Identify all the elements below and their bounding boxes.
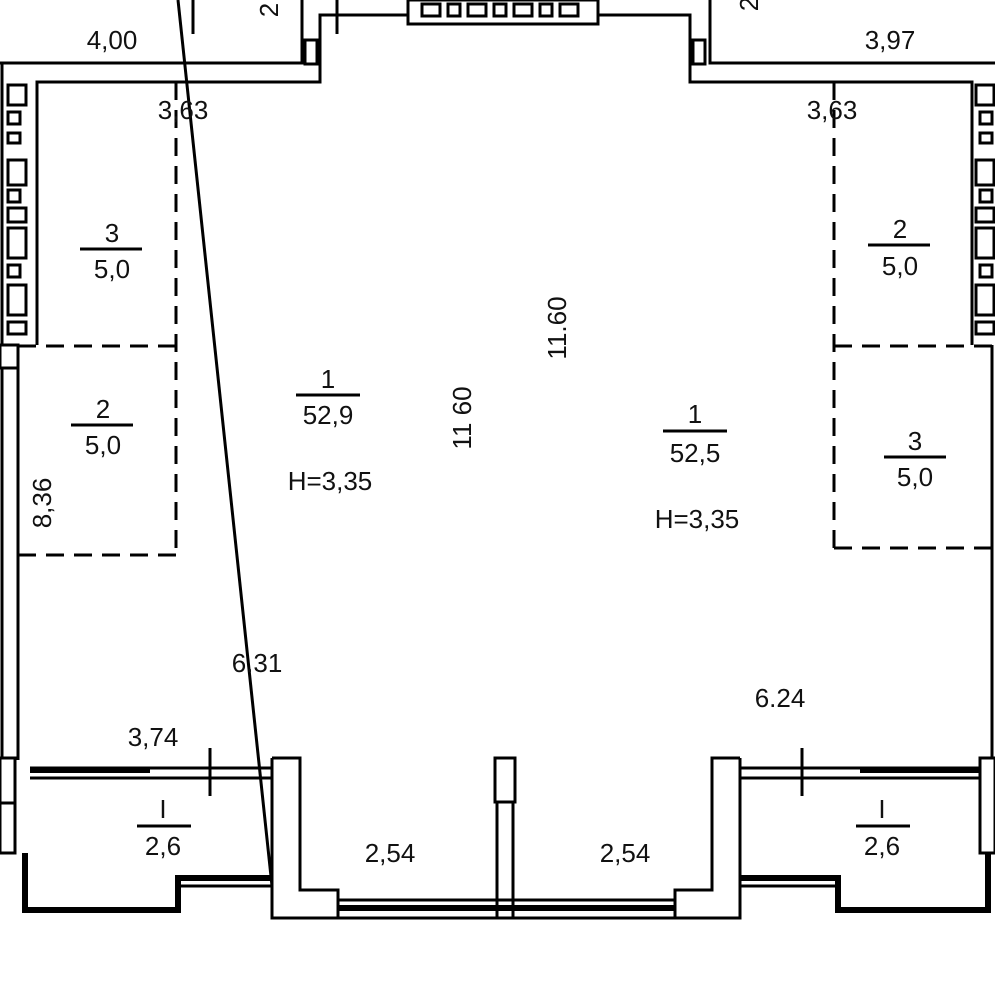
room-label-1-left: 1 52,9 H=3,35 (288, 364, 373, 496)
dim-top-left: 4,00 (87, 25, 138, 55)
svg-text:2,6: 2,6 (864, 831, 900, 861)
svg-text:1: 1 (321, 364, 335, 394)
svg-text:H=3,35: H=3,35 (288, 466, 373, 496)
room-label-balcony-right: I 2,6 (856, 794, 910, 861)
dim-bay-left: 2,54 (365, 838, 416, 868)
dim-width-right: 6.24 (755, 683, 806, 713)
dim-left-side: 8,36 (27, 478, 57, 529)
svg-text:5,0: 5,0 (897, 462, 933, 492)
window-left (6, 83, 28, 336)
dim-top-right-cut: 2 (734, 0, 764, 11)
svg-text:52,5: 52,5 (670, 438, 721, 468)
svg-text:5,0: 5,0 (85, 430, 121, 460)
dim-top-left-cut: 2 (254, 3, 284, 17)
svg-text:I: I (878, 794, 885, 824)
svg-text:5,0: 5,0 (94, 254, 130, 284)
svg-text:2,6: 2,6 (145, 831, 181, 861)
svg-text:5,0: 5,0 (882, 251, 918, 281)
room-label-balcony-left: I 2,6 (137, 794, 191, 861)
dim-top-right: 3,97 (865, 25, 916, 55)
svg-text:3: 3 (908, 426, 922, 456)
room-label-2-left-bottom: 2 5,0 (71, 394, 133, 460)
dim-left-niche: 3,63 (158, 95, 209, 125)
dim-right-niche: 3,63 (807, 95, 858, 125)
dim-height-left: 11 60 (447, 386, 477, 449)
svg-text:3: 3 (105, 218, 119, 248)
svg-text:I: I (159, 794, 166, 824)
dim-width-left: 6.31 (232, 648, 283, 678)
svg-text:52,9: 52,9 (303, 400, 354, 430)
window-right (974, 83, 995, 336)
svg-text:2: 2 (96, 394, 110, 424)
dim-height-right: 11.60 (542, 296, 572, 359)
room-label-3-right-bottom: 3 5,0 (884, 426, 946, 492)
room-label-2-right-top: 2 5,0 (868, 214, 930, 281)
svg-text:H=3,35: H=3,35 (655, 504, 740, 534)
dim-bay-right: 2,54 (600, 838, 651, 868)
dim-balcony-left: 3,74 (128, 722, 179, 752)
svg-text:1: 1 (688, 399, 702, 429)
window-top (420, 2, 580, 18)
room-label-3-left-top: 3 5,0 (80, 218, 142, 284)
svg-text:2: 2 (893, 214, 907, 244)
room-label-1-right: 1 52,5 H=3,35 (655, 399, 740, 534)
